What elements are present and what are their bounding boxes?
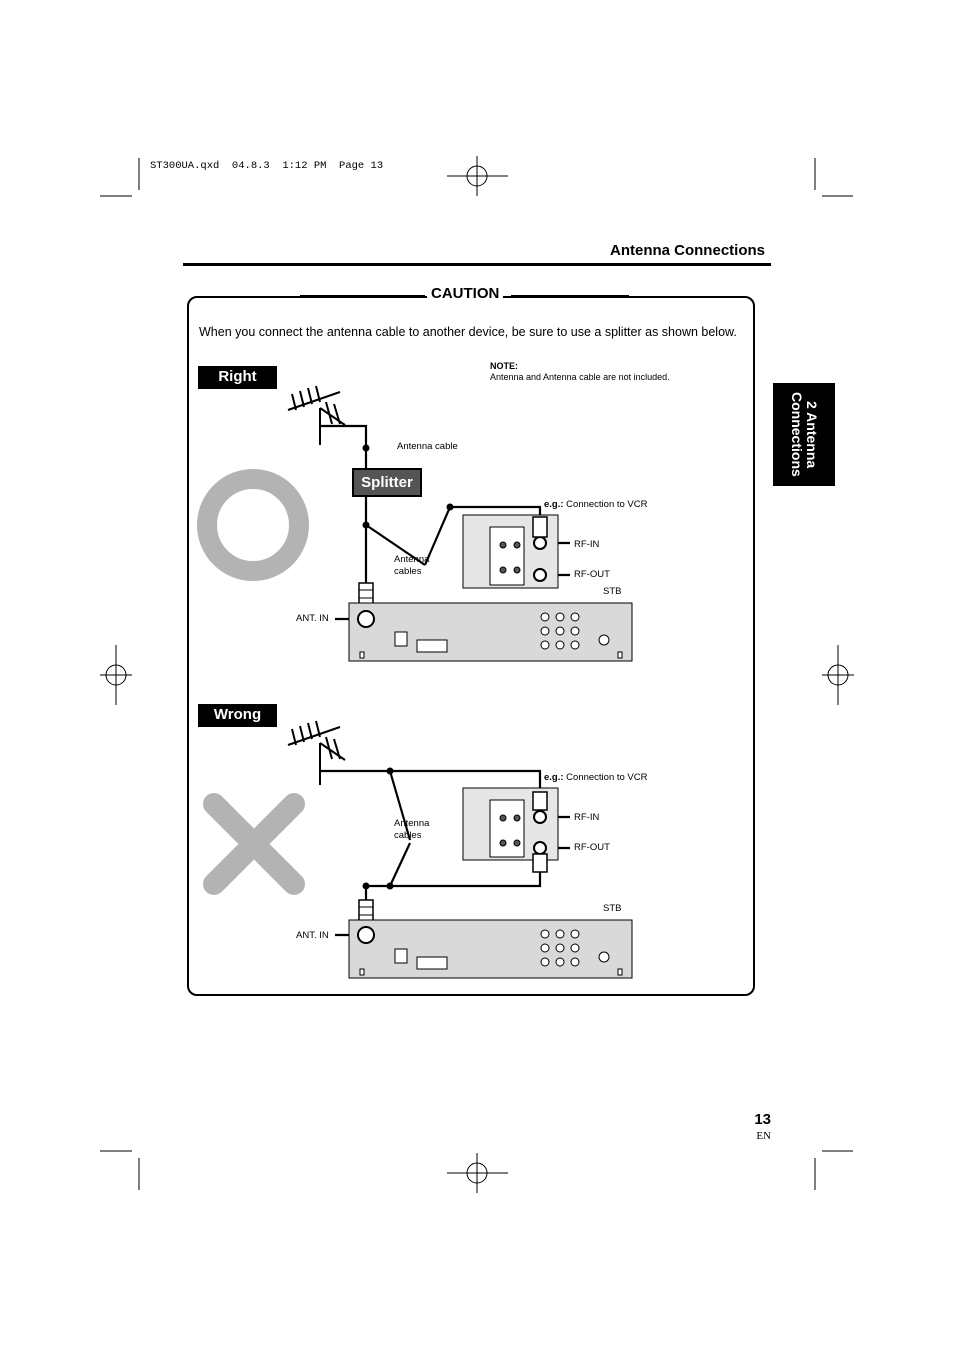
- intro-text: When you connect the antenna cable to an…: [199, 325, 737, 339]
- vcr-panel: [462, 787, 559, 873]
- right-wiring: [287, 385, 633, 662]
- right-eg-bold: e.g.:: [544, 499, 564, 510]
- wrong-ant-in: ANT. IN: [296, 930, 329, 941]
- wrong-cables-label-2: cables: [394, 830, 422, 841]
- file-slug: ST300UA.qxd 04.8.3 1:12 PM Page 13: [150, 160, 384, 172]
- cross-wrong-symbol: [203, 793, 305, 895]
- wrong-eg-text: Connection to VCR: [566, 772, 648, 783]
- side-tab: [773, 383, 835, 486]
- right-rf-in: RF-IN: [574, 539, 600, 550]
- wrong-badge: Wrong: [198, 704, 277, 727]
- caution-line-left: [300, 295, 425, 297]
- wrong-cables-label-1: Antenna: [394, 818, 430, 829]
- antenna-icon: [287, 385, 346, 445]
- right-ant-in: ANT. IN: [296, 613, 329, 624]
- circle-ok-symbol: [197, 469, 309, 581]
- header-rule: [183, 263, 771, 266]
- stb-device: [348, 919, 633, 979]
- right-rf-out: RF-OUT: [574, 569, 610, 580]
- caution-title: CAUTION: [427, 285, 504, 302]
- vcr-panel: [462, 514, 559, 589]
- section-title: Antenna Connections: [609, 242, 765, 259]
- wrong-eg-bold: e.g.:: [544, 772, 564, 783]
- caution-line-right: [511, 295, 629, 297]
- stb-device: [348, 602, 633, 662]
- splitter-label: Splitter: [352, 468, 422, 497]
- page-language: EN: [756, 1130, 771, 1142]
- right-stb: STB: [603, 586, 622, 597]
- antenna-cable-label: Antenna cable: [397, 441, 458, 452]
- note-text: Antenna and Antenna cable are not includ…: [490, 372, 670, 382]
- right-cables-label-2: cables: [394, 566, 422, 577]
- wrong-rf-in: RF-IN: [574, 812, 600, 823]
- right-badge: Right: [198, 366, 277, 389]
- wrong-eg: e.g.: Connection to VCR: [544, 772, 648, 783]
- antenna-icon: [287, 720, 346, 785]
- wrong-stb: STB: [603, 903, 622, 914]
- wrong-wiring: [287, 720, 633, 979]
- right-eg-text: Connection to VCR: [566, 499, 648, 510]
- side-tab-label: 2 Antenna Connections: [789, 392, 820, 477]
- wrong-rf-out: RF-OUT: [574, 842, 610, 853]
- right-cables-label-1: Antenna: [394, 554, 430, 565]
- page-number: 13: [754, 1111, 771, 1128]
- note-heading: NOTE:: [490, 361, 518, 371]
- right-eg: e.g.: Connection to VCR: [544, 499, 648, 510]
